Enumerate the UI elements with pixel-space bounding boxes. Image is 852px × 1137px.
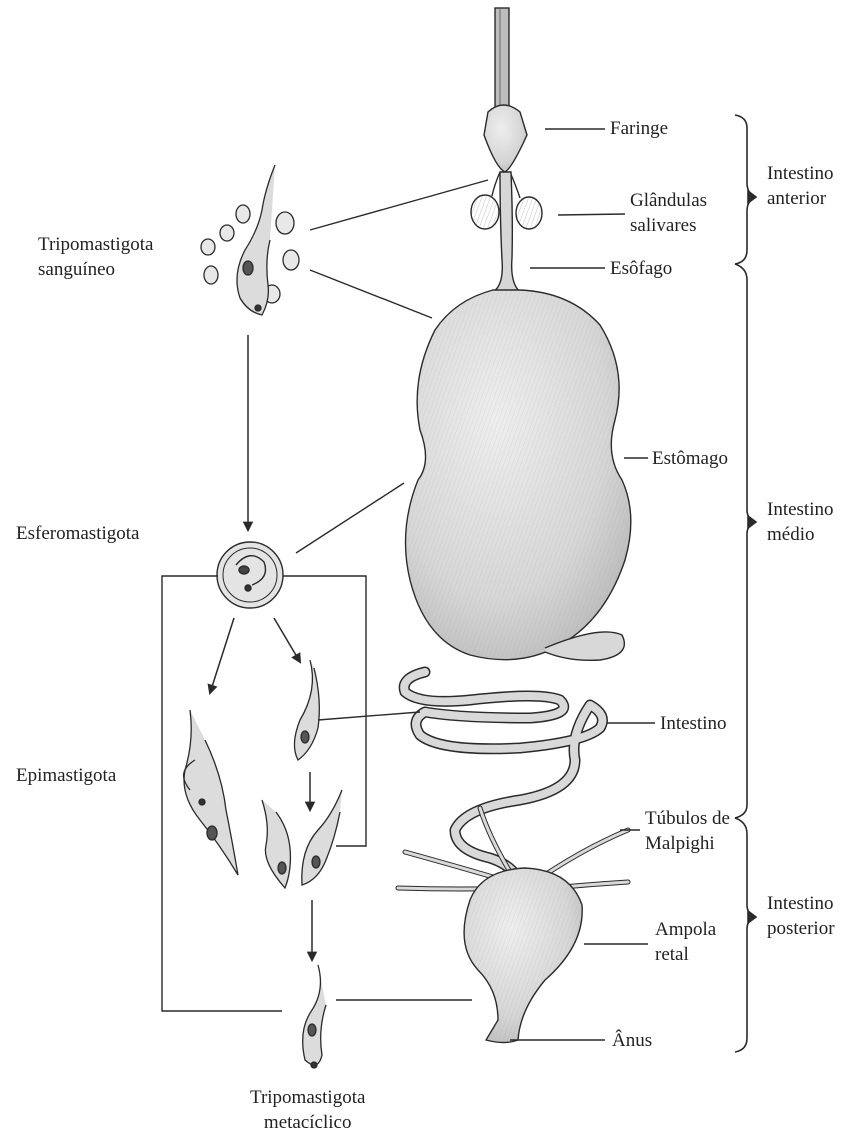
label-line: retal — [655, 942, 716, 967]
label-line: Glândulas — [630, 188, 707, 213]
label-esferomastigota: Esferomastigota — [16, 521, 139, 546]
blood-trypomastigote-cluster — [201, 165, 299, 315]
label-line: médio — [767, 522, 834, 547]
label-line: Intestino — [767, 161, 834, 186]
label-line: Ampola — [655, 917, 716, 942]
label-line: Intestino — [767, 497, 834, 522]
label-estomago: Estômago — [652, 446, 728, 471]
proboscis — [495, 8, 509, 108]
label-epimastigota: Epimastigota — [16, 763, 116, 788]
bracket-anterior — [735, 115, 754, 264]
section-brackets — [735, 115, 756, 1052]
label-line: salivares — [630, 213, 707, 238]
label-line: sanguíneo — [38, 257, 153, 282]
label-line: Malpighi — [645, 831, 730, 856]
label-tubulos-malpighi: Túbulos de Malpighi — [645, 806, 730, 856]
bracket-medio — [735, 264, 754, 818]
label-glandulas-salivares: Glândulas salivares — [630, 188, 707, 238]
arrow-sphero-to-epi-right — [274, 618, 300, 662]
epimastigote-right — [294, 660, 420, 760]
label-anus: Ânus — [612, 1028, 652, 1053]
spheromastigote — [217, 542, 283, 608]
label-tripomastigota-metaciclico: Tripomastigota metacíclico — [250, 1085, 365, 1135]
section-intestino-anterior: Intestino anterior — [767, 161, 834, 211]
label-intestino: Intestino — [660, 711, 727, 736]
label-line: metacíclico — [250, 1110, 365, 1135]
label-line: Intestino — [767, 891, 835, 916]
label-line: Tripomastigota — [38, 232, 153, 257]
pharynx — [484, 105, 527, 172]
label-esofago: Esôfago — [610, 256, 672, 281]
arrow-sphero-to-epi-left — [210, 618, 234, 693]
metacyclic-trypomastigote — [303, 965, 326, 1068]
esophagus — [493, 172, 520, 292]
label-line: anterior — [767, 186, 834, 211]
label-line: posterior — [767, 916, 835, 941]
label-ampola-retal: Ampola retal — [655, 917, 716, 967]
label-faringe: Faringe — [610, 116, 668, 141]
dividing-epimastigote — [262, 790, 342, 888]
bracket-posterior — [735, 818, 754, 1052]
label-tripomastigota-sanguineo: Tripomastigota sanguíneo — [38, 232, 153, 282]
label-line: Túbulos de — [645, 806, 730, 831]
epimastigote-left — [184, 710, 238, 875]
section-intestino-medio: Intestino médio — [767, 497, 834, 547]
digestive-tract — [398, 8, 631, 1043]
section-intestino-posterior: Intestino posterior — [767, 891, 835, 941]
label-line: Tripomastigota — [250, 1085, 365, 1110]
